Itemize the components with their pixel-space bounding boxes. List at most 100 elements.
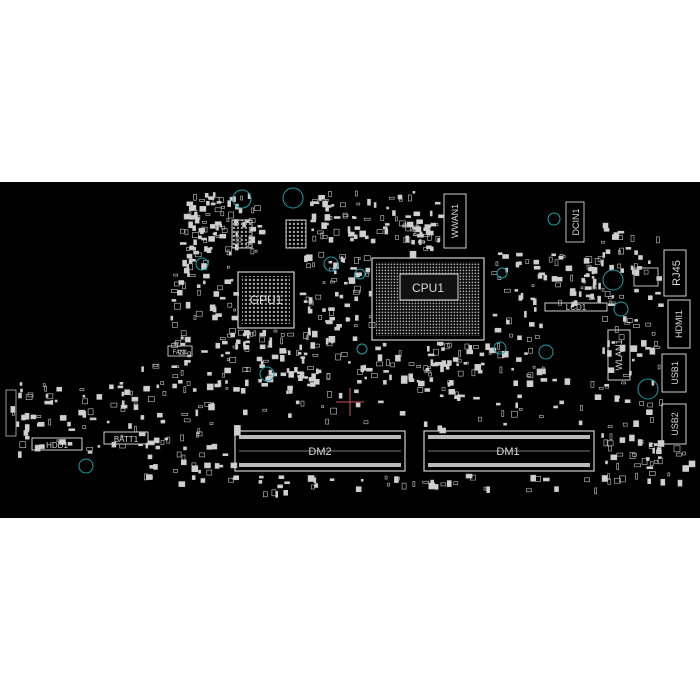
dimm-slot-dm1[interactable]: DM1	[423, 430, 595, 472]
smd-pad	[171, 365, 178, 368]
dimm-slot-dm2[interactable]: DM2	[234, 430, 406, 472]
smd-pad	[209, 224, 216, 229]
hdmi-port[interactable]: HDMI1	[667, 299, 691, 349]
smd-pad	[268, 369, 273, 376]
smd-pad	[244, 330, 250, 334]
smd-pad	[328, 260, 333, 264]
smd-pad	[473, 396, 480, 400]
smd-pad	[258, 379, 262, 383]
smd-pad	[518, 261, 522, 265]
lcd-connector[interactable]: LCD1	[544, 302, 608, 312]
smd-pad	[54, 399, 58, 403]
smd-pad	[447, 342, 452, 348]
boardview-canvas[interactable]: GPU1 CPU1 DM2 DM1 WWAN1 DCIN1 RJ45	[0, 182, 700, 518]
smd-pad	[495, 261, 499, 267]
smd-pad	[526, 374, 532, 377]
usb1-port[interactable]: USB1	[661, 353, 687, 393]
rj45-port[interactable]: RJ45	[663, 249, 687, 297]
smd-pad	[156, 384, 160, 389]
smd-pad	[406, 221, 414, 228]
smd-pad	[87, 451, 93, 454]
smd-pad	[353, 289, 360, 295]
smd-pad	[682, 451, 686, 456]
smd-pad	[641, 458, 648, 465]
usb2-port[interactable]: USB2	[661, 403, 687, 445]
smd-pad	[170, 315, 174, 321]
smd-pad	[197, 428, 201, 434]
smd-pad	[228, 477, 234, 483]
wwan-connector[interactable]: WWAN1	[443, 193, 467, 249]
smd-pad	[619, 247, 624, 255]
smd-pad	[340, 202, 346, 208]
smd-pad	[283, 489, 289, 496]
smd-pad	[325, 205, 329, 212]
smd-pad	[516, 252, 523, 257]
lcd-label: LCD1	[566, 303, 587, 312]
smd-pad	[23, 430, 29, 436]
smd-pad	[24, 424, 30, 431]
smd-pad	[18, 392, 22, 399]
smd-pad	[36, 415, 42, 418]
smd-pad	[271, 354, 279, 360]
smd-pad	[620, 345, 625, 352]
smd-pad	[506, 319, 510, 325]
battery-connector[interactable]: BATT1	[103, 431, 149, 445]
smd-pad	[200, 478, 206, 483]
smd-pad	[495, 402, 501, 406]
smd-pad	[564, 378, 571, 385]
smd-pad	[222, 372, 225, 378]
smd-pad	[625, 247, 632, 250]
smd-pad	[440, 482, 447, 487]
hdd-connector[interactable]: HDD1	[31, 437, 83, 451]
smd-pad	[417, 380, 425, 387]
wlan-connector[interactable]: WLAN1	[607, 329, 631, 381]
cpu-label: CPU1	[412, 281, 444, 295]
cpu-chip[interactable]: CPU1	[371, 257, 485, 341]
smd-pad	[314, 483, 319, 488]
smd-pad	[554, 486, 559, 492]
smd-pad	[256, 356, 263, 362]
edge-connector-left	[5, 389, 17, 437]
smd-pad	[219, 233, 227, 239]
smd-pad	[205, 213, 211, 216]
dcin-connector[interactable]: DCIN1	[565, 201, 585, 243]
smd-pad	[141, 366, 144, 372]
smd-pad	[128, 423, 132, 429]
smd-pad	[328, 307, 335, 311]
smd-pad	[384, 475, 388, 480]
smd-pad	[17, 451, 22, 458]
smd-pad	[193, 193, 197, 201]
smd-pad	[299, 344, 303, 351]
smd-pad	[640, 340, 647, 347]
smd-pad	[226, 358, 230, 361]
smd-pad	[354, 190, 358, 197]
smd-pad	[480, 362, 485, 366]
smd-pad	[160, 440, 165, 445]
gpu-chip[interactable]: GPU1	[237, 271, 295, 329]
smd-pad	[314, 343, 320, 348]
hdmi-label: HDMI1	[674, 310, 684, 338]
mounting-hole	[259, 366, 275, 382]
smd-pad	[429, 377, 434, 382]
smd-pad	[259, 332, 267, 337]
smd-pad	[401, 482, 407, 490]
smd-pad	[558, 255, 564, 260]
smd-pad	[217, 285, 223, 291]
smd-pad	[473, 345, 479, 349]
smd-pad	[280, 337, 283, 345]
smd-pad	[287, 350, 291, 355]
smd-pad	[405, 215, 412, 218]
smd-pad	[181, 454, 186, 462]
smd-pad	[172, 374, 179, 378]
smd-pad	[633, 263, 638, 270]
smd-pad	[636, 353, 643, 357]
smd-pad	[591, 276, 595, 279]
smd-pad	[308, 300, 314, 306]
smd-pad	[354, 296, 359, 302]
smd-pad	[260, 361, 264, 365]
smd-pad	[619, 294, 625, 299]
smd-pad	[583, 258, 590, 264]
smd-pad	[307, 383, 311, 387]
fan-connector[interactable]: FAN1	[167, 345, 193, 357]
smd-pad	[209, 422, 214, 425]
